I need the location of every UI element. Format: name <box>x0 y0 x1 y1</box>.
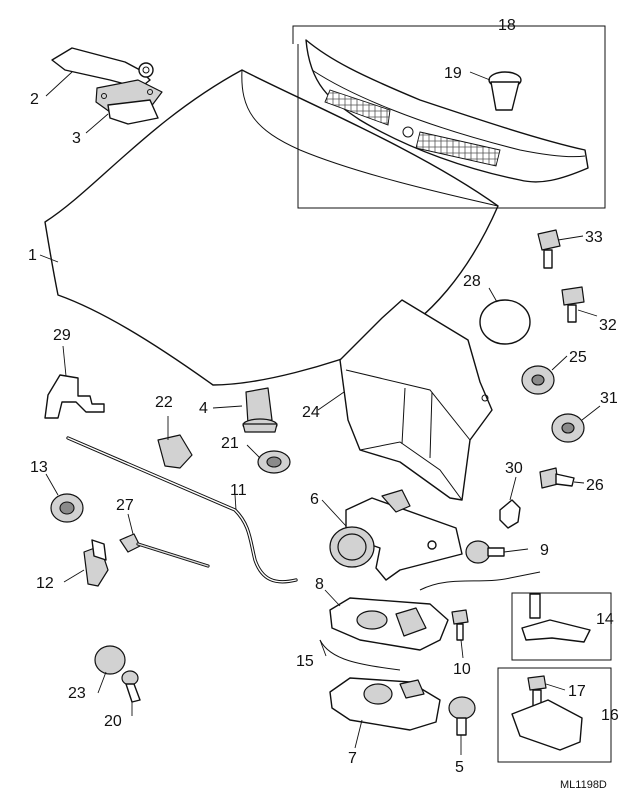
grommet-13 <box>50 493 84 523</box>
bolt-9 <box>465 540 505 564</box>
callout-12: 12 <box>36 575 54 592</box>
callout-26: 26 <box>586 477 604 494</box>
callout-22: 22 <box>155 394 173 411</box>
cap-23 <box>94 645 126 675</box>
callout-2: 2 <box>30 91 39 108</box>
striker-14 <box>521 593 591 643</box>
callout-21: 21 <box>221 435 239 452</box>
callout-8: 8 <box>315 576 324 593</box>
bolt-20 <box>121 670 141 703</box>
callout-11: 11 <box>230 482 247 499</box>
clip-30 <box>499 499 521 529</box>
pad-22 <box>157 434 193 469</box>
callout-20: 20 <box>104 713 122 730</box>
bracket-16 <box>511 675 583 751</box>
clip-19 <box>488 71 522 111</box>
drawing-reference: ML1198D <box>560 779 607 791</box>
nut-25 <box>521 365 555 395</box>
callout-10: 10 <box>453 661 471 678</box>
release-cable <box>419 571 541 591</box>
callout-18: 18 <box>498 17 516 34</box>
bonnet-lock <box>329 489 463 581</box>
callout-32: 32 <box>599 317 617 334</box>
callout-labels: 1 2 3 4 5 6 7 8 9 10 11 12 13 14 15 16 1… <box>28 17 619 776</box>
bolt-33 <box>537 229 561 269</box>
clip-12 <box>83 539 109 587</box>
lock-receiver-8 <box>329 597 449 651</box>
callout-29: 29 <box>53 327 71 344</box>
bracket-group-frame-16 <box>497 667 612 763</box>
callout-7: 7 <box>348 750 357 767</box>
callout-25: 25 <box>569 349 587 366</box>
callout-5: 5 <box>455 759 464 776</box>
grommet-21 <box>257 450 291 474</box>
callout-23: 23 <box>68 685 86 702</box>
callout-9: 9 <box>540 542 549 559</box>
support-panel-24 <box>339 299 493 501</box>
callout-30: 30 <box>505 460 523 477</box>
callout-14: 14 <box>596 611 614 628</box>
callout-15: 15 <box>296 653 314 670</box>
scuttle-group-frame <box>292 25 606 209</box>
bolt-5 <box>448 696 476 736</box>
bolt-10 <box>451 609 469 641</box>
callout-3: 3 <box>72 130 81 147</box>
bonnet-hinge <box>51 47 163 125</box>
callout-27: 27 <box>116 497 134 514</box>
callout-16: 16 <box>601 707 619 724</box>
callout-24: 24 <box>302 404 320 421</box>
callout-leaders <box>39 71 601 755</box>
bracket-29 <box>44 374 105 419</box>
lock-plate-7 <box>329 677 441 731</box>
callout-17: 17 <box>568 683 586 700</box>
callout-4: 4 <box>199 400 208 417</box>
callout-6: 6 <box>310 491 319 508</box>
cable-tie-27 <box>119 533 210 568</box>
bolt-32 <box>561 286 585 323</box>
striker-group-frame-14 <box>511 592 612 661</box>
scuttle-panel <box>305 39 589 183</box>
cap-28 <box>479 299 531 345</box>
callout-31: 31 <box>600 390 618 407</box>
callout-13: 13 <box>30 459 48 476</box>
buffer-4 <box>242 387 278 433</box>
callout-19: 19 <box>444 65 462 82</box>
stud-26 <box>539 467 575 489</box>
nut-31 <box>551 413 585 443</box>
callout-33: 33 <box>585 229 603 246</box>
callout-28: 28 <box>463 273 481 290</box>
callout-1: 1 <box>28 247 37 264</box>
